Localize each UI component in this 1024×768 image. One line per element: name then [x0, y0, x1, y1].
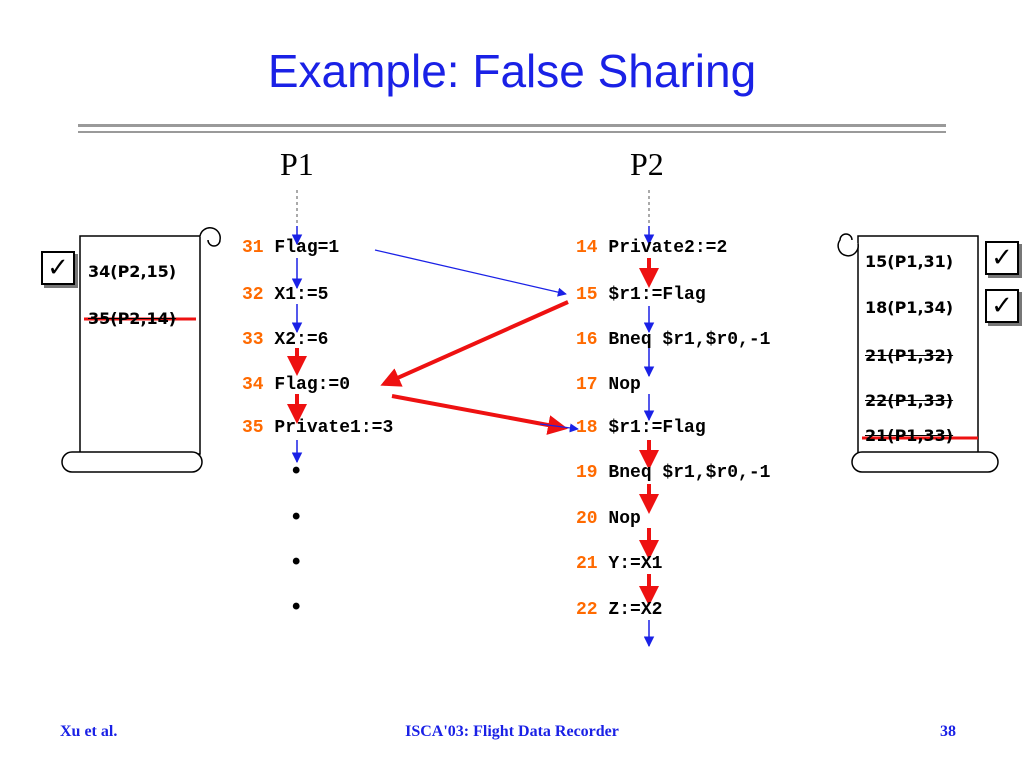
- p2-line: 20 Nop: [576, 509, 641, 529]
- processor-label-p2: P2: [630, 146, 664, 182]
- right-log-entry-struck: 21(P1,33): [865, 426, 954, 445]
- p1-continuation-dot: •: [289, 595, 304, 622]
- left-log-scroll: [61, 227, 221, 473]
- check-icon: ✓: [985, 241, 1019, 275]
- p2-line: 22 Z:=X2: [576, 600, 663, 620]
- p2-line: 19 Bneq $r1,$r0,-1: [576, 463, 771, 483]
- p1-continuation-dot: •: [289, 459, 304, 486]
- check-icon: ✓: [41, 251, 75, 285]
- p1-line: 31 Flag=1: [242, 238, 340, 258]
- right-log-entry-struck: 21(P1,32): [865, 346, 954, 365]
- p1-line: 35 Private1:=3: [242, 418, 394, 438]
- title-divider-thin: [78, 131, 946, 133]
- title-divider: [78, 124, 946, 127]
- p1-continuation-dot: •: [289, 550, 304, 577]
- p1-continuation-dot: •: [289, 505, 304, 532]
- dependency-arrow-34-to-18-blue: [539, 423, 579, 433]
- dependency-arrow-34-to-18: [391, 394, 568, 435]
- dependency-arrow-31-to-15: [374, 249, 567, 297]
- p2-line: 18 $r1:=Flag: [576, 418, 706, 438]
- processor-label-p1: P1: [280, 146, 314, 182]
- p2-line: 17 Nop: [576, 375, 641, 395]
- right-log-scroll: [837, 233, 999, 473]
- footer-venue: ISCA'03: Flight Data Recorder: [405, 723, 619, 740]
- p2-line: 15 $r1:=Flag: [576, 285, 706, 305]
- p2-line: 21 Y:=X1: [576, 554, 663, 574]
- p1-line: 34 Flag:=0: [242, 375, 351, 395]
- check-icon: ✓: [985, 289, 1019, 323]
- p2-line: 16 Bneq $r1,$r0,-1: [576, 330, 771, 350]
- p1-line: 32 X1:=5: [242, 285, 329, 305]
- slide-number: 38: [940, 723, 956, 740]
- p2-line: 14 Private2:=2: [576, 238, 728, 258]
- left-log-entry-struck: 35(P2,14): [88, 309, 177, 328]
- right-log-entry-struck: 22(P1,33): [865, 391, 954, 410]
- slide-title: Example: False Sharing: [267, 45, 757, 97]
- footer-author: Xu et al.: [60, 723, 118, 740]
- right-log-entry: 15(P1,31): [865, 252, 954, 271]
- p1-line: 33 X2:=6: [242, 330, 329, 350]
- right-log-entry: 18(P1,34): [865, 298, 954, 317]
- left-log-entry: 34(P2,15): [88, 262, 177, 281]
- dependency-arrow-15-to-34: [380, 300, 569, 387]
